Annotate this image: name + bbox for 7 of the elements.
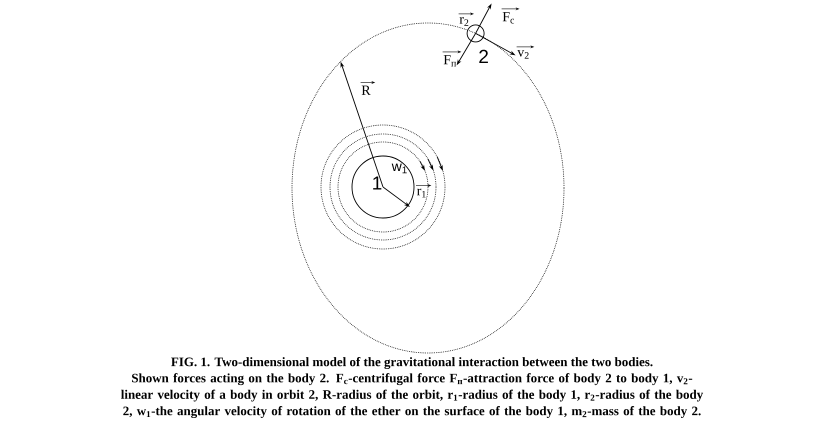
body-number: 2 (479, 50, 488, 63)
vector-label: w$_{1}$ (392, 164, 407, 174)
figure-caption: Shown forces acting on the body 2. F$_{c}$-centrifugal force F$_{п}$-attraction force of body 2 to body 1, v$_{2}$-linear velocity of a body in orbit 2, R-radius of the orbit, r$_{1}$-radius of the body 1, r$_{2}$-radius of the body 2, w$_{1}$-the angular velocity of rotation of the ether on the surface of the body 1, m$_{2}$-mass of the body 2. (121, 373, 704, 418)
body-circle (466, 24, 485, 42)
figure-title: FIG. 1. Two-dimensional model of the gravitational interaction between the two bodies. (171, 357, 653, 369)
body-circle (352, 156, 414, 218)
body-number: 1 (373, 176, 382, 190)
